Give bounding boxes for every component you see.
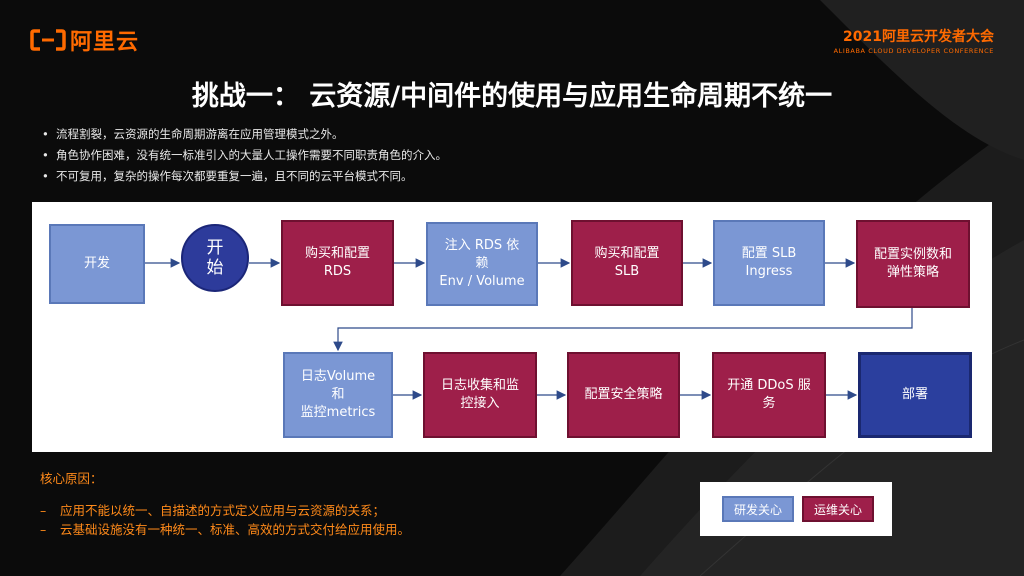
legend-ops-concern: 运维关心 — [802, 496, 874, 522]
flow-step-deploy: 部署 — [858, 352, 972, 438]
flow-step-scaling: 配置实例数和弹性策略 — [856, 220, 970, 308]
slide-title: 挑战一： 云资源/中间件的使用与应用生命周期不统一 — [191, 81, 833, 112]
flow-arrows — [145, 258, 913, 400]
core-reason-item: –云基础设施没有一种统一、标准、高效的方式交付给应用使用。 — [40, 522, 411, 537]
bullet-item: •角色协作困难，没有统一标准引入的大量人工操作需要不同职责角色的介入。 — [42, 148, 447, 162]
core-reason-item: –应用不能以统一、自描述的方式定义应用与云资源的关系； — [40, 503, 386, 518]
core-reasons: 核心原因： –应用不能以统一、自描述的方式定义应用与云资源的关系； –云基础设施… — [40, 468, 410, 539]
logo-text: 阿里云 — [70, 30, 140, 55]
flow-step-log-collect: 日志收集和监控接入 — [423, 352, 537, 438]
bullet-list: •流程割裂，云资源的生命周期游离在应用管理模式之外。 •角色协作困难，没有统一标… — [42, 124, 447, 187]
core-reasons-title: 核心原因： — [40, 471, 103, 486]
flow-step-security: 配置安全策略 — [567, 352, 680, 438]
legend-dev-concern: 研发关心 — [722, 496, 794, 522]
bullet-item: •不可复用，复杂的操作每次都要重复一遍，且不同的云平台模式不同。 — [42, 169, 413, 183]
conference-title: 2021阿里云开发者大会 — [843, 29, 994, 45]
conference-badge: 2021阿里云开发者大会 ALIBABA CLOUD DEVELOPER CON… — [834, 26, 994, 55]
bullet-item: •流程割裂，云资源的生命周期游离在应用管理模式之外。 — [42, 127, 344, 141]
flow-step-start: 开始 — [181, 224, 249, 292]
flow-step-ddos: 开通 DDoS 服务 — [712, 352, 826, 438]
conference-subtitle: ALIBABA CLOUD DEVELOPER CONFERENCE — [833, 47, 994, 55]
alibaba-cloud-mark-icon — [30, 29, 66, 51]
alibaba-cloud-logo: 阿里云 — [30, 24, 139, 56]
role-legend: 研发关心 运维关心 — [700, 482, 892, 536]
flow-step-develop: 开发 — [49, 224, 145, 304]
